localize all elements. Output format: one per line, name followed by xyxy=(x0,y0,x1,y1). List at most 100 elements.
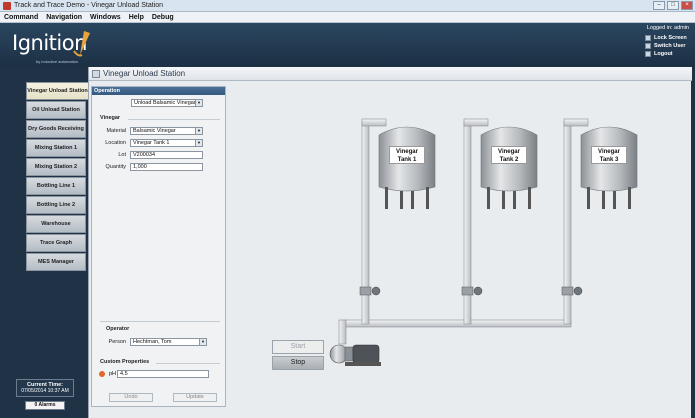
section-divider xyxy=(156,363,220,364)
logo-flame-icon xyxy=(73,31,90,57)
chevron-down-icon: ▼ xyxy=(195,128,202,134)
nav-tab-dry-goods[interactable]: Dry Goods Receiving xyxy=(26,120,86,138)
window-controls: – □ × xyxy=(653,1,693,10)
lock-screen-button[interactable]: Lock Screen xyxy=(645,35,689,41)
logout-icon xyxy=(645,51,651,57)
quantity-label: Quantity xyxy=(105,164,126,170)
nav-tab-mes-manager[interactable]: MES Manager xyxy=(26,253,86,271)
person-select[interactable]: Hechtman, Tom ▼ xyxy=(130,338,207,346)
menu-command[interactable]: Command xyxy=(4,13,39,21)
start-button[interactable]: Start xyxy=(272,340,324,354)
operation-header: Operation xyxy=(92,87,225,95)
tank-3-label-line2: Tank 3 xyxy=(599,157,619,163)
pump-icon[interactable] xyxy=(329,344,381,366)
main-window: Vinegar Unload Station Operation Unload … xyxy=(88,67,692,418)
tank-2-label: Vinegar Tank 2 xyxy=(491,146,527,164)
chevron-down-icon: ▼ xyxy=(199,339,206,345)
close-icon[interactable]: × xyxy=(681,1,693,10)
lock-icon xyxy=(645,35,651,41)
chevron-down-icon: ▼ xyxy=(195,100,202,106)
tank-2-label-line2: Tank 2 xyxy=(499,157,519,163)
tank-1-label-line1: Vinegar xyxy=(396,149,418,155)
nav-tab-warehouse[interactable]: Warehouse xyxy=(26,215,86,233)
menu-bar: Command Navigation Windows Help Debug xyxy=(0,12,695,23)
ph-status-icon xyxy=(99,371,105,377)
window-icon xyxy=(92,69,100,78)
material-label: Material xyxy=(106,128,126,134)
app-icon xyxy=(3,1,11,10)
operator-section-title: Operator xyxy=(106,326,130,332)
plant-diagram xyxy=(329,118,638,366)
nav-tab-vinegar-unload[interactable]: Vinegar Unload Station xyxy=(26,82,88,100)
main-pipe xyxy=(338,319,572,345)
switch-user-label: Switch User xyxy=(654,43,686,49)
nav-tab-bottling-2[interactable]: Bottling Line 2 xyxy=(26,196,86,214)
lock-screen-label: Lock Screen xyxy=(654,35,687,41)
switch-user-button[interactable]: Switch User xyxy=(645,43,689,49)
location-select[interactable]: Vinegar Tank 1 ▼ xyxy=(130,139,203,147)
nav-tab-oil-unload[interactable]: Oil Unload Station xyxy=(26,101,86,119)
logged-in-label: Logged in: admin xyxy=(646,25,689,31)
custom-properties-title: Custom Properties xyxy=(100,359,150,365)
quantity-field[interactable]: 1,000 xyxy=(130,163,203,171)
operation-select-value: Unload Balsamic Vinegar xyxy=(134,100,196,106)
logo-subtitle: by inductive automation xyxy=(36,59,79,64)
section-divider xyxy=(100,321,220,322)
section-divider xyxy=(128,119,220,120)
nav-tab-trace-graph[interactable]: Trace Graph xyxy=(26,234,86,252)
logout-button[interactable]: Logout xyxy=(645,51,689,57)
tank-3-label: Vinegar Tank 3 xyxy=(591,146,627,164)
nav-tab-mixing-2[interactable]: Mixing Station 2 xyxy=(26,158,86,176)
tank-2[interactable] xyxy=(480,126,538,209)
undo-button[interactable]: Undo xyxy=(109,393,153,402)
left-nav: Vinegar Unload Station Oil Unload Statio… xyxy=(0,67,88,418)
ph-label: pH xyxy=(109,371,117,377)
minimize-icon[interactable]: – xyxy=(653,1,665,10)
ph-field[interactable]: 4.5 xyxy=(117,370,209,378)
clock-box: Current Time: 07/05/2014 10:37 AM xyxy=(16,379,74,397)
tank-1[interactable] xyxy=(378,126,436,209)
valve-icon[interactable] xyxy=(359,286,381,296)
lot-label: Lot xyxy=(118,152,126,158)
material-select-value: Balsamic Vinegar xyxy=(133,128,176,134)
switch-user-icon xyxy=(645,43,651,49)
tank-3[interactable] xyxy=(580,126,638,209)
menu-windows[interactable]: Windows xyxy=(90,13,121,21)
nav-tab-mixing-1[interactable]: Mixing Station 1 xyxy=(26,139,86,157)
tank-1-label: Vinegar Tank 1 xyxy=(389,146,425,164)
operation-select[interactable]: Unload Balsamic Vinegar ▼ xyxy=(131,99,203,107)
lot-field[interactable]: V200034 xyxy=(130,151,203,159)
user-panel: Logged in: admin Lock Screen Switch User… xyxy=(645,25,689,59)
nav-tabs: Vinegar Unload Station Oil Unload Statio… xyxy=(26,82,88,272)
update-button[interactable]: Update xyxy=(173,393,217,402)
clock-label: Current Time: xyxy=(27,382,63,388)
valve-icon[interactable] xyxy=(461,286,483,296)
location-label: Location xyxy=(105,140,126,146)
maximize-icon[interactable]: □ xyxy=(667,1,679,10)
window-titlebar: Track and Trace Demo - Vinegar Unload St… xyxy=(0,0,695,12)
app-header: Ignition by inductive automation Logged … xyxy=(0,23,695,67)
main-title: Vinegar Unload Station xyxy=(103,69,186,78)
clock-value: 07/05/2014 10:37 AM xyxy=(21,388,69,394)
location-select-value: Vinegar Tank 1 xyxy=(133,140,170,146)
tank-2-label-line1: Vinegar xyxy=(498,149,520,155)
operation-panel: Operation Unload Balsamic Vinegar ▼ Vine… xyxy=(91,86,226,407)
alarms-button[interactable]: 0 Alarms xyxy=(25,401,65,410)
riser-pipes xyxy=(361,118,589,325)
stop-button[interactable]: Stop xyxy=(272,356,324,370)
chevron-down-icon: ▼ xyxy=(195,140,202,146)
window-title: Track and Trace Demo - Vinegar Unload St… xyxy=(14,2,164,9)
nav-tab-bottling-1[interactable]: Bottling Line 1 xyxy=(26,177,86,195)
material-select[interactable]: Balsamic Vinegar ▼ xyxy=(130,127,203,135)
tank-1-label-line2: Tank 1 xyxy=(397,157,417,163)
logout-label: Logout xyxy=(654,51,673,57)
main-titlebar: Vinegar Unload Station xyxy=(89,67,692,81)
menu-help[interactable]: Help xyxy=(128,13,144,21)
valve-icon[interactable] xyxy=(561,286,583,296)
menu-navigation[interactable]: Navigation xyxy=(46,13,83,21)
person-label: Person xyxy=(108,339,126,345)
menu-debug[interactable]: Debug xyxy=(151,13,174,21)
tank-3-label-line1: Vinegar xyxy=(598,149,620,155)
vinegar-section-title: Vinegar xyxy=(100,115,121,121)
person-select-value: Hechtman, Tom xyxy=(133,339,172,345)
